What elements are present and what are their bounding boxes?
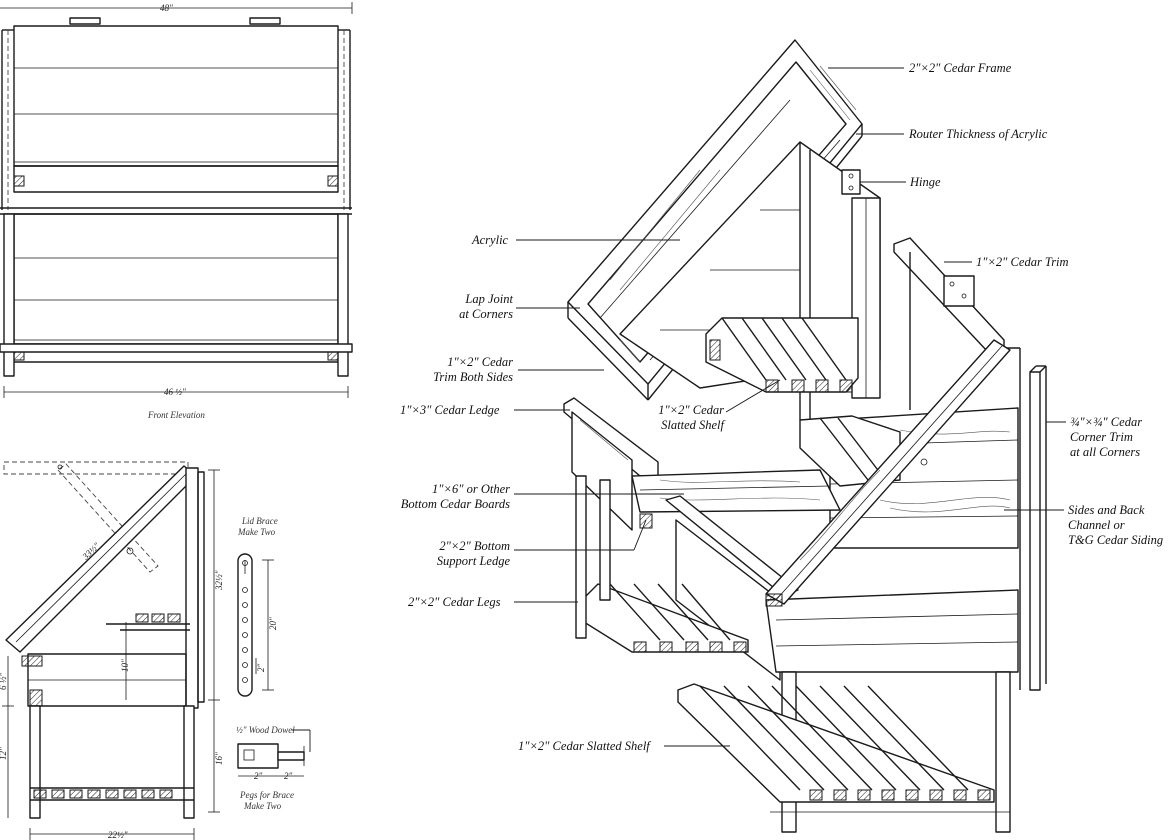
peg-dim-2: 2" bbox=[284, 771, 293, 781]
depth-dim: 22½" bbox=[108, 830, 128, 840]
label-line: 2"×2" Bottom bbox=[439, 539, 510, 553]
label-line: ¾"×¾" Cedar bbox=[1070, 415, 1142, 429]
leg-height-dim: 12" bbox=[0, 747, 8, 760]
label-acrylic: Acrylic bbox=[471, 233, 509, 247]
front-elevation: 48" 46 ½" Fr bbox=[0, 2, 353, 420]
label-line: Channel or bbox=[1068, 518, 1125, 532]
pegs-title: Pegs for Brace Make Two bbox=[239, 790, 296, 811]
brace-title: Lid Brace Make Two bbox=[237, 516, 280, 537]
label-line: at all Corners bbox=[1070, 445, 1140, 459]
height-lower-dim: 16" bbox=[214, 752, 224, 765]
pegs-detail: ½" Wood Dowel 2" 2" Pegs for Brace Make … bbox=[236, 725, 311, 811]
label-cedar-frame: 2"×2" Cedar Frame bbox=[909, 61, 1012, 75]
front-width-top: 48" bbox=[160, 3, 173, 13]
side-view: 33½" 32½" 16" 10" 6 ½" 12" bbox=[0, 461, 224, 840]
front-elevation-caption: Front Elevation bbox=[147, 410, 205, 420]
ledge-height-dim: 6 ½" bbox=[0, 673, 8, 691]
shelf-gap-dim: 10" bbox=[120, 659, 130, 672]
label-line: 1"×2" Cedar bbox=[658, 403, 724, 417]
label-line: 1"×2" Cedar bbox=[447, 355, 513, 369]
peg-dim-1: 2" bbox=[254, 771, 263, 781]
label-cedar-trim: 1"×2" Cedar Trim bbox=[976, 255, 1069, 269]
label-hinge: Hinge bbox=[909, 175, 941, 189]
label-line: Bottom Cedar Boards bbox=[401, 497, 510, 511]
label-slatted-shelf-lower: 1"×2" Cedar Slatted Shelf bbox=[518, 739, 651, 753]
label-line: 1"×6" or Other bbox=[432, 482, 510, 496]
label-line: Sides and Back bbox=[1068, 503, 1145, 517]
callout-labels: 2"×2" Cedar Frame Router Thickness of Ac… bbox=[400, 61, 1163, 753]
lid-brace-detail: Lid Brace Make Two 20" 2" bbox=[237, 516, 280, 697]
label-line: Corner Trim bbox=[1070, 430, 1133, 444]
label-cedar-legs: 2"×2" Cedar Legs bbox=[408, 595, 501, 609]
label-line: Support Ledge bbox=[437, 554, 511, 568]
callout-leaders bbox=[514, 67, 1066, 747]
label-cedar-ledge: 1"×3" Cedar Ledge bbox=[400, 403, 500, 417]
label-line: at Corners bbox=[459, 307, 513, 321]
label-line: Lap Joint bbox=[464, 292, 513, 306]
dowel-label: ½" Wood Dowel bbox=[236, 725, 295, 735]
height-total-dim: 32½" bbox=[214, 570, 224, 591]
label-line: Slatted Shelf bbox=[661, 418, 725, 432]
label-line: Trim Both Sides bbox=[433, 370, 513, 384]
brace-hole-dim: 2" bbox=[256, 664, 266, 673]
label-router-thickness: Router Thickness of Acrylic bbox=[908, 127, 1048, 141]
brace-length-dim: 20" bbox=[268, 617, 278, 630]
front-width-bottom: 46 ½" bbox=[164, 387, 186, 397]
isometric-assembly bbox=[563, 39, 1047, 833]
label-line: T&G Cedar Siding bbox=[1068, 533, 1163, 547]
